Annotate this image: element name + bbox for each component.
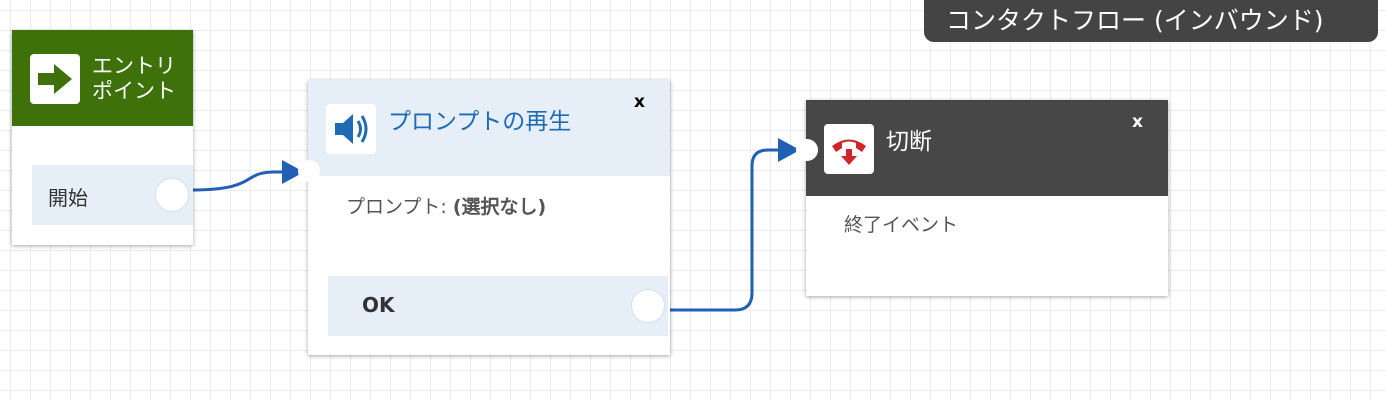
play-prompt-title: プロンプトの再生: [388, 109, 572, 135]
hang-up-phone-icon: [824, 124, 874, 174]
output-port-ok[interactable]: [632, 290, 664, 322]
disconnect-header[interactable]: 切断 x: [806, 100, 1168, 196]
speaker-icon: [326, 104, 376, 154]
entry-point-title: エントリポイント: [92, 54, 176, 103]
prompt-value: (選択なし): [452, 196, 547, 218]
disconnect-block[interactable]: 切断 x 終了イベント: [796, 100, 1168, 296]
disconnect-description: 終了イベント: [844, 214, 959, 236]
branch-label-start: 開始: [48, 186, 88, 210]
entry-point-header[interactable]: エントリポイント: [12, 30, 193, 126]
entry-point-block[interactable]: エントリポイント 開始: [12, 30, 193, 245]
play-prompt-block[interactable]: プロンプトの再生 x プロンプト: (選択なし) OK: [298, 80, 670, 355]
connector-start-to-prompt: [189, 170, 285, 192]
disconnect-title: 切断: [886, 129, 932, 155]
branch-label-ok: OK: [362, 293, 395, 317]
close-icon[interactable]: x: [634, 92, 645, 112]
flow-type-badge: コンタクトフロー (インバウンド): [924, 0, 1378, 42]
input-port-disconnect[interactable]: [796, 139, 818, 161]
connector-ok-to-disconnect: [668, 148, 782, 312]
prompt-label: プロンプト:: [346, 196, 453, 218]
input-port-play-prompt[interactable]: [298, 160, 320, 182]
play-prompt-header[interactable]: プロンプトの再生 x: [308, 80, 670, 176]
prompt-description: プロンプト: (選択なし): [346, 192, 546, 219]
branch-row-ok[interactable]: OK: [328, 276, 668, 336]
arrow-right-icon: [30, 54, 80, 104]
close-icon[interactable]: x: [1132, 112, 1143, 132]
output-port-start[interactable]: [156, 179, 188, 211]
